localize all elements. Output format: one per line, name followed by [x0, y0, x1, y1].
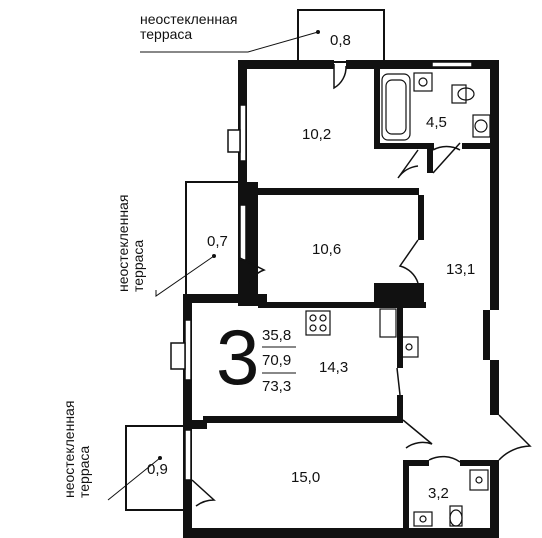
leader-dots: [158, 30, 320, 460]
total-area-with-terraces: 73,3: [262, 378, 292, 395]
walls: [183, 60, 499, 538]
terrace-note-line: неостекленная: [115, 194, 131, 292]
terrace-note-middle: неостекленная терраса: [115, 194, 146, 292]
terrace-note-line: терраса: [76, 445, 92, 498]
room-area-label: 15,0: [291, 469, 321, 486]
windows: [170, 61, 473, 481]
leader-lines: [107, 31, 319, 501]
terrace-note-line: неостекленная: [61, 400, 77, 498]
door-swings: [191, 64, 532, 507]
terrace-note-line: терраса: [130, 239, 146, 292]
fixtures: [305, 72, 491, 527]
room-area-label: 10,6: [312, 241, 342, 258]
terrace-note-line: неостекленная: [140, 11, 238, 27]
hall-area-label: 13,1: [446, 261, 476, 278]
summary-dividers: [262, 346, 296, 374]
terrace-note-bottom: неостекленная терраса: [61, 400, 92, 498]
terrace-area-label: 0,8: [330, 32, 351, 49]
room-area-label: 10,2: [302, 126, 332, 143]
bathroom-area-label: 4,5: [426, 114, 447, 131]
terrace-area-label: 0,9: [147, 461, 168, 478]
wc-area-label: 3,2: [428, 485, 449, 502]
terrace-note-top: неостекленная терраса: [140, 12, 237, 42]
terrace-note-line: терраса: [140, 26, 193, 42]
total-area: 70,9: [262, 352, 292, 369]
rooms-count: 3: [216, 313, 260, 401]
terrace-area-label: 0,7: [207, 233, 228, 250]
living-area: 35,8: [262, 327, 292, 344]
kitchen-area-label: 14,3: [319, 359, 349, 376]
